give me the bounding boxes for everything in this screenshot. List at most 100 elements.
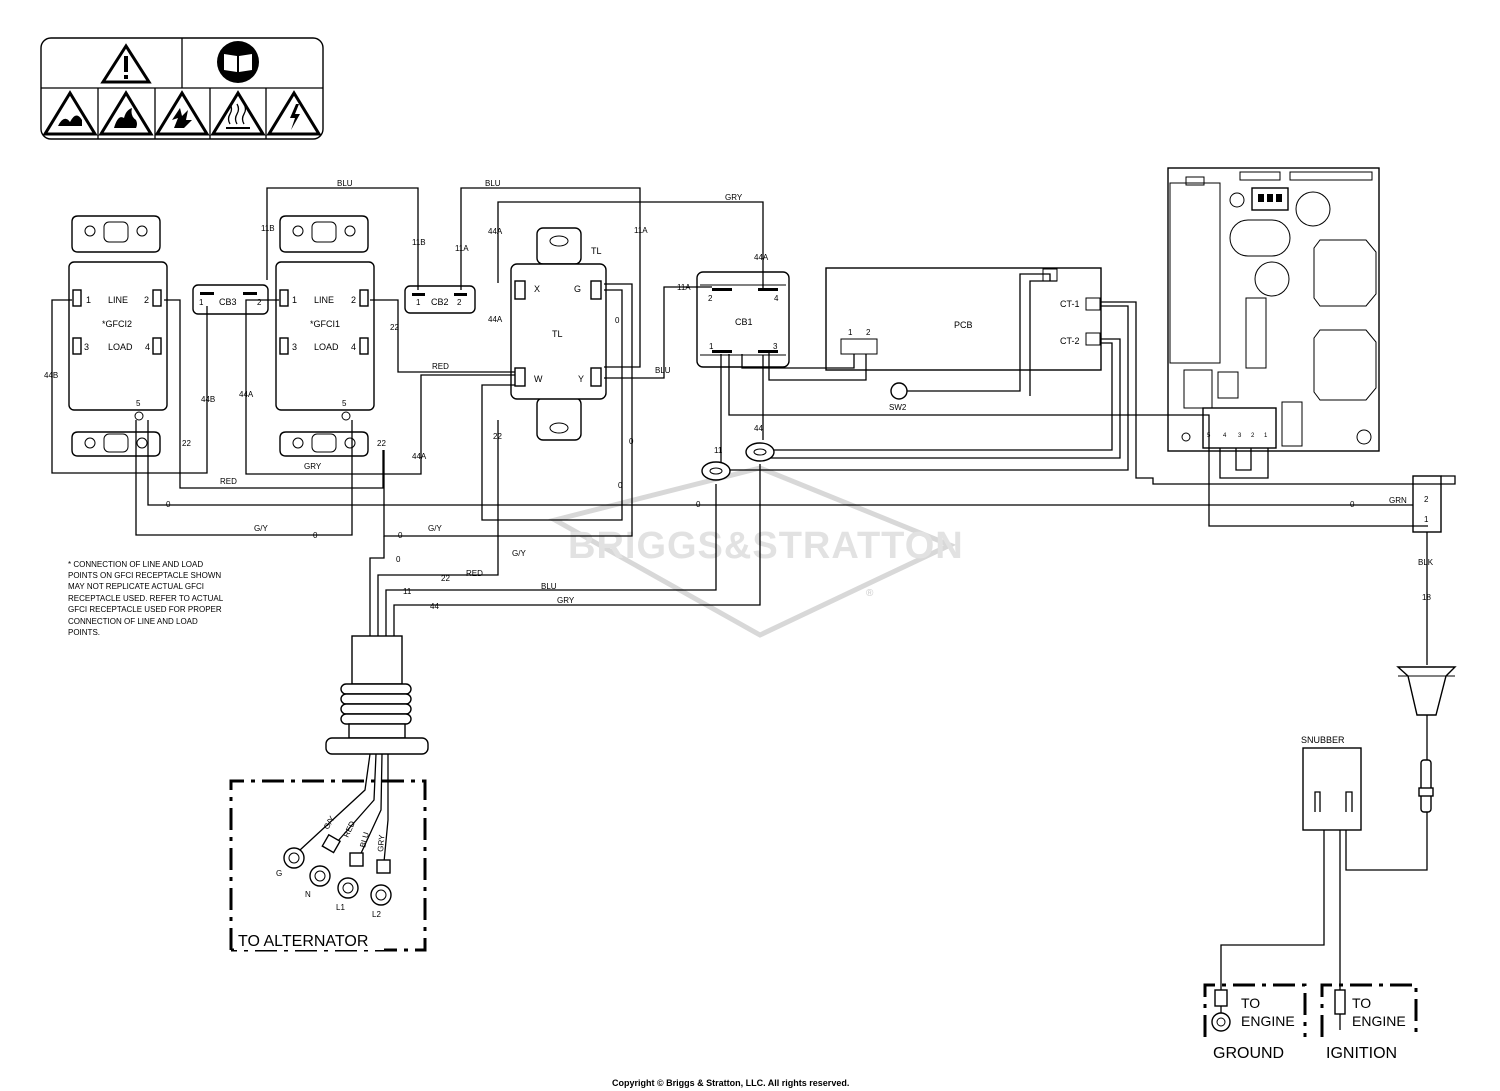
wire-22-1: 22: [390, 323, 399, 332]
electrical-shock-icon: [266, 90, 322, 136]
wire-18: 18: [1422, 593, 1431, 602]
fire-icon: [98, 90, 154, 136]
wire-gy-2: G/Y: [428, 524, 442, 533]
gfci2-t1: 1: [86, 295, 91, 305]
toxic-fumes-icon: [42, 90, 98, 136]
wire-grn: GRN: [1389, 496, 1407, 505]
watermark-text: BRIGGS&STRATTON: [568, 525, 964, 567]
wire-44b-2: 44B: [201, 395, 215, 404]
ground-caption: GROUND: [1213, 1045, 1284, 1062]
note-line-5: GFCI RECEPTACLE USED FOR PROPER: [68, 605, 222, 614]
wire-0-6: 0: [1350, 500, 1355, 509]
pcb-p2: 2: [866, 328, 871, 337]
snubber: SNUBBER: [1301, 735, 1362, 831]
wire-red-3: RED: [466, 569, 483, 578]
wire-11b-1: 11B: [261, 224, 275, 233]
wire-gry-2: GRY: [304, 462, 322, 471]
ground-to: TO: [1241, 995, 1260, 1011]
hot-surface-icon: [210, 90, 266, 136]
lead-g: G: [276, 869, 282, 878]
gfci1-t1: 1: [292, 295, 297, 305]
wire-blu-4: BLU: [541, 582, 557, 591]
gfci2-line-label: LINE: [108, 295, 128, 305]
wire-11b-2: 11B: [412, 238, 426, 247]
note-line-3: MAY NOT REPLICATE ACTUAL GFCI: [68, 582, 204, 591]
gfci1-receptacle: 1 2 3 4 LINE *GFCI1 LOAD 5: [275, 215, 375, 457]
to-alternator-label: TO ALTERNATOR: [238, 933, 368, 950]
spark-plug-boot: [1396, 666, 1457, 813]
to-engine-ignition: TO ENGINE IGNITION: [1320, 983, 1418, 1062]
tl-top-label: TL: [591, 246, 602, 256]
cb1-breaker: 2 4 CB1 1 3: [696, 271, 790, 368]
tl-w: W: [534, 374, 543, 384]
cb3-t2: 2: [257, 298, 262, 307]
gfci1-t3: 3: [292, 342, 297, 352]
tl-x: X: [534, 284, 540, 294]
wire-blu-1: BLU: [337, 179, 353, 188]
wire-44a-5: 44A: [412, 452, 427, 461]
wire-22-5: 22: [441, 574, 450, 583]
board-conn-p2: 2: [1251, 433, 1255, 439]
cb3-t1: 1: [199, 298, 204, 307]
wire-44a-4: 44A: [239, 390, 254, 399]
cb1-t2: 2: [708, 294, 713, 303]
note-line-1: * CONNECTION OF LINE AND LOAD: [68, 560, 203, 569]
wire-44-2: 44: [430, 602, 439, 611]
cb1-t4: 4: [774, 294, 779, 303]
ground-ignition-connector: 2 1: [1412, 475, 1442, 533]
gfci1-name: *GFCI1: [310, 319, 340, 329]
cb3-name: CB3: [219, 297, 237, 307]
lead-gy: G/Y: [322, 814, 337, 831]
gfci2-load-label: LOAD: [108, 342, 133, 352]
watermark: BRIGGS&STRATTON ®: [548, 465, 964, 638]
wire-44a-2: 44A: [754, 253, 769, 262]
lead-gry: GRY: [376, 834, 387, 853]
lead-l2: L2: [372, 910, 381, 919]
wire-11a-3: 11A: [677, 283, 691, 292]
wire-11a-2: 11A: [634, 226, 648, 235]
pcb-ct1: CT-1: [1060, 299, 1080, 309]
gfci2-t5: 5: [136, 399, 141, 408]
ground-engine: ENGINE: [1241, 1013, 1295, 1029]
wire-22-3: 22: [377, 439, 386, 448]
explosion-icon: [154, 90, 210, 136]
wire-0-4: 0: [166, 500, 171, 509]
gfci2-t4: 4: [145, 342, 150, 352]
wire-0-2: 0: [629, 437, 634, 446]
wire-22-4: 22: [493, 432, 502, 441]
wire-11-1: 11: [714, 446, 723, 455]
gfci1-t5: 5: [342, 399, 347, 408]
sw2-switch: [890, 382, 908, 400]
wire-44a-1: 44A: [488, 227, 503, 236]
watermark-reg: ®: [866, 588, 874, 599]
to-engine-ground: TO ENGINE GROUND: [1203, 983, 1307, 1062]
tl-g: G: [574, 284, 581, 294]
gfci2-receptacle: 1 2 3 4 LINE *GFCI2 LOAD 5: [68, 215, 168, 457]
manual-icon: [217, 41, 259, 83]
tl-device: X G TL W Y TL: [510, 227, 607, 441]
cb1-name: CB1: [735, 317, 753, 327]
wire-gry-1: GRY: [725, 193, 743, 202]
cb2-name: CB2: [431, 297, 449, 307]
right-conn-p1: 1: [1424, 515, 1429, 524]
copyright-text: Copyright © Briggs & Stratton, LLC. All …: [612, 1078, 849, 1088]
ignition-caption: IGNITION: [1326, 1045, 1397, 1062]
board-conn-p1: 1: [1264, 433, 1268, 439]
wire-blk: BLK: [1418, 558, 1434, 567]
wire-0-8: 0: [398, 531, 403, 540]
ignition-to: TO: [1352, 995, 1371, 1011]
gfci2-t3: 3: [84, 342, 89, 352]
wire-blu-3: BLU: [655, 366, 671, 375]
board-conn-p4: 4: [1223, 433, 1227, 439]
gfci1-t2: 2: [351, 295, 356, 305]
warning-icon: [100, 43, 152, 84]
lead-blu: BLU: [358, 831, 371, 849]
gfci1-t4: 4: [351, 342, 356, 352]
ignition-engine: ENGINE: [1352, 1013, 1406, 1029]
wire-gry-3: GRY: [557, 596, 575, 605]
wire-labels: BLU BLU GRY 11B 11B 11A 11A 11A 44A 44A …: [44, 179, 1434, 611]
tl-y: Y: [578, 374, 584, 384]
cb2-breaker: 1 CB2 2: [404, 285, 476, 314]
wire-red-2: RED: [220, 477, 237, 486]
